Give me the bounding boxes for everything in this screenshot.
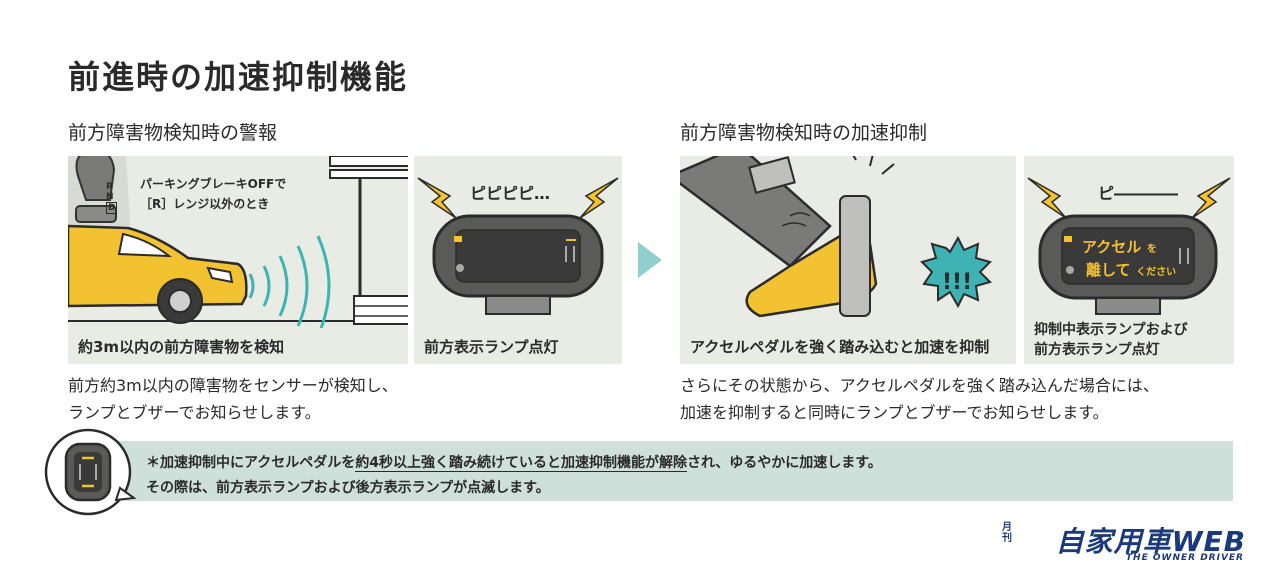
car-scene-illustration xyxy=(68,156,408,328)
display-warning-illustration xyxy=(1027,177,1231,315)
note-line1-suffix: され、ゆるやかに加速します。 xyxy=(687,455,882,471)
panel-front-lamp: ピピピピ… 前方表示ランプ点灯 xyxy=(414,156,622,364)
lamp-unit-icon xyxy=(44,428,136,516)
note-line1-prefix: ＊加速抑制中にアクセルペダルを xyxy=(146,455,356,471)
logo-main-text: 自家用車WEB xyxy=(1055,525,1246,558)
note-box xyxy=(62,441,1233,501)
right-section-heading: 前方障害物検知時の加速抑制 xyxy=(680,122,928,144)
note-line-2: その際は、前方表示ランプおよび後方表示ランプが点滅します。 xyxy=(146,480,550,496)
panel-detection: パーキングブレーキOFFで ［R］レンジ以外のとき R N D 約3m以内の前方… xyxy=(68,156,408,364)
shift-callout: パーキングブレーキOFFで ［R］レンジ以外のとき xyxy=(140,174,286,214)
panel-front-lamp-label: 前方表示ランプ点灯 xyxy=(414,328,622,364)
shift-callout-line: ［R］レンジ以外のとき xyxy=(140,197,270,211)
display-message-2: 離して ください xyxy=(1086,259,1176,280)
left-body-line: 前方約3m以内の障害物をセンサーが検知し、 xyxy=(68,376,398,395)
logo-subtitle: THE OWNER DRIVER xyxy=(1125,553,1244,563)
pedal-illustration xyxy=(680,156,992,318)
panel-accelerator: !!! アクセルペダルを強く踏み込むと加速を抑制 xyxy=(680,156,1016,364)
display-message-particle: ください xyxy=(1136,267,1177,278)
logo-small-text: 月刊 xyxy=(1002,522,1012,544)
panel-suppression-label: 抑制中表示ランプおよび 前方表示ランプ点灯 xyxy=(1024,316,1234,364)
right-body-line: 加速を抑制すると同時にランプとブザーでお知らせします。 xyxy=(680,403,1109,422)
arrow-right-icon xyxy=(638,242,662,278)
page-title: 前進時の加速抑制機能 xyxy=(68,58,409,96)
display-message-particle: を xyxy=(1146,244,1157,255)
panel-suppression-label-line: 前方表示ランプ点灯 xyxy=(1034,342,1160,358)
right-body-line: さらにその状態から、アクセルペダルを強く踏み込んだ場合には、 xyxy=(680,376,1159,395)
display-message-line2: 離して xyxy=(1086,261,1131,279)
display-message-line1: アクセル xyxy=(1082,238,1142,256)
gear-letter: R xyxy=(106,182,113,192)
note-line-1: ＊加速抑制中にアクセルペダルを約4秒以上強く踏み続けていると加速抑制機能が解除さ… xyxy=(146,452,882,472)
panel-suppression-lamp: ピ―――― アクセル を 離して ください 抑制中表示ランプおよび 前方表示ラン… xyxy=(1024,156,1234,364)
beep-text: ピピピピ… xyxy=(470,184,551,203)
display-unit-illustration xyxy=(417,177,619,315)
panel-detection-label: 約3m以内の前方障害物を検知 xyxy=(68,328,408,364)
shift-callout-line: パーキングブレーキOFFで xyxy=(140,177,287,191)
gear-letter: D xyxy=(106,202,118,214)
note-line1-underlined: 約4秒以上強く踏み続けていると加速抑制機能が解除 xyxy=(355,455,688,472)
left-section-heading: 前方障害物検知時の警報 xyxy=(68,122,278,144)
right-body-text: さらにその状態から、アクセルペダルを強く踏み込んだ場合には、 加速を抑制すると同… xyxy=(680,372,1159,426)
left-body-line: ランプとブザーでお知らせします。 xyxy=(68,403,321,422)
panel-suppression-label-line: 抑制中表示ランプおよび xyxy=(1034,322,1188,338)
gear-indicator: R N D xyxy=(106,182,118,214)
panel-accelerator-label: アクセルペダルを強く踏み込むと加速を抑制 xyxy=(680,328,1016,364)
exclamation-burst-text: !!! xyxy=(942,270,973,295)
left-body-text: 前方約3m以内の障害物をセンサーが検知し、 ランプとブザーでお知らせします。 xyxy=(68,372,398,426)
long-beep-text: ピ―――― xyxy=(1098,184,1179,203)
gear-letter: N xyxy=(106,192,114,202)
display-message: アクセル を xyxy=(1082,236,1157,257)
